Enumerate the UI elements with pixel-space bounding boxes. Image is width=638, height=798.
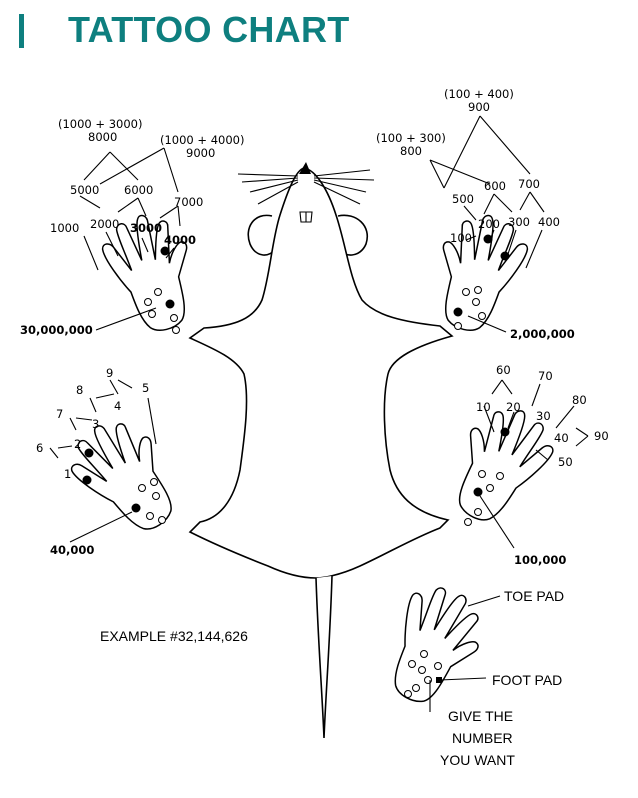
- label-600: 600: [484, 179, 506, 193]
- label-4: 4: [114, 399, 121, 413]
- header: TATTOO CHART: [0, 0, 638, 60]
- label-800: 800: [400, 144, 422, 158]
- label-1000-plus-3000: (1000 + 3000): [58, 117, 142, 131]
- front-left-marks: [144, 246, 180, 334]
- paw-legend: [375, 577, 495, 717]
- label-5000: 5000: [70, 183, 99, 197]
- label-5: 5: [142, 381, 149, 395]
- label-4000: 4000: [164, 233, 196, 247]
- label-9000: 9000: [186, 146, 215, 160]
- body-outline: [188, 167, 454, 579]
- label-6000: 6000: [124, 183, 153, 197]
- title-accent-bar: [19, 14, 24, 48]
- page-title: TATTOO CHART: [68, 9, 350, 50]
- label-30: 30: [536, 409, 551, 423]
- example-number: EXAMPLE #32,144,626: [100, 628, 248, 644]
- label-20: 20: [506, 400, 521, 414]
- label-8000: 8000: [88, 130, 117, 144]
- label-7000: 7000: [174, 195, 203, 209]
- label-100000: 100,000: [514, 553, 566, 567]
- whiskers: [237, 169, 375, 205]
- label-80: 80: [572, 393, 587, 407]
- label-9: 9: [106, 366, 113, 380]
- label-40: 40: [554, 431, 569, 445]
- label-500: 500: [452, 192, 474, 206]
- paw-hind-left: [59, 404, 197, 547]
- hind-right-marks: [464, 427, 510, 526]
- label-100: 100: [450, 231, 472, 245]
- label-200: 200: [478, 217, 500, 231]
- label-2000: 2000: [90, 217, 119, 231]
- label-60: 60: [496, 363, 511, 377]
- label-2: 2: [74, 437, 81, 451]
- label-40000: 40,000: [50, 543, 94, 557]
- label-6: 6: [36, 441, 43, 455]
- label-100-plus-300: (100 + 300): [376, 131, 446, 145]
- label-8: 8: [76, 383, 83, 397]
- label-1000-plus-4000: (1000 + 4000): [160, 133, 244, 147]
- label-900: 900: [468, 100, 490, 114]
- left-ear: [247, 214, 277, 256]
- legend-give-line-1: GIVE THE: [448, 708, 513, 724]
- rat-body: [188, 162, 454, 739]
- nose: [299, 162, 311, 174]
- tail: [315, 575, 333, 739]
- label-700: 700: [518, 177, 540, 191]
- label-400: 400: [538, 215, 560, 229]
- label-50: 50: [558, 455, 573, 469]
- label-30000000: 30,000,000: [20, 323, 93, 337]
- label-3000: 3000: [130, 221, 162, 235]
- legend-marks: [404, 650, 442, 698]
- connector-lines: [49, 115, 589, 712]
- hind-left-marks: [82, 448, 166, 524]
- incisors: [299, 211, 313, 223]
- label-2000000: 2,000,000: [510, 327, 575, 341]
- legend-give-line-3: YOU WANT: [440, 752, 515, 768]
- label-10: 10: [476, 400, 491, 414]
- label-1000: 1000: [50, 221, 79, 235]
- legend-foot-pad: FOOT PAD: [492, 672, 562, 688]
- label-1: 1: [64, 467, 71, 481]
- label-7: 7: [56, 407, 63, 421]
- label-100-plus-400: (100 + 400): [444, 87, 514, 101]
- label-70: 70: [538, 369, 553, 383]
- label-300: 300: [508, 215, 530, 229]
- label-90: 90: [594, 429, 609, 443]
- legend-toe-pad: TOE PAD: [504, 588, 564, 604]
- label-3: 3: [92, 417, 99, 431]
- legend-give-line-2: NUMBER: [452, 730, 513, 746]
- front-right-marks: [453, 234, 510, 330]
